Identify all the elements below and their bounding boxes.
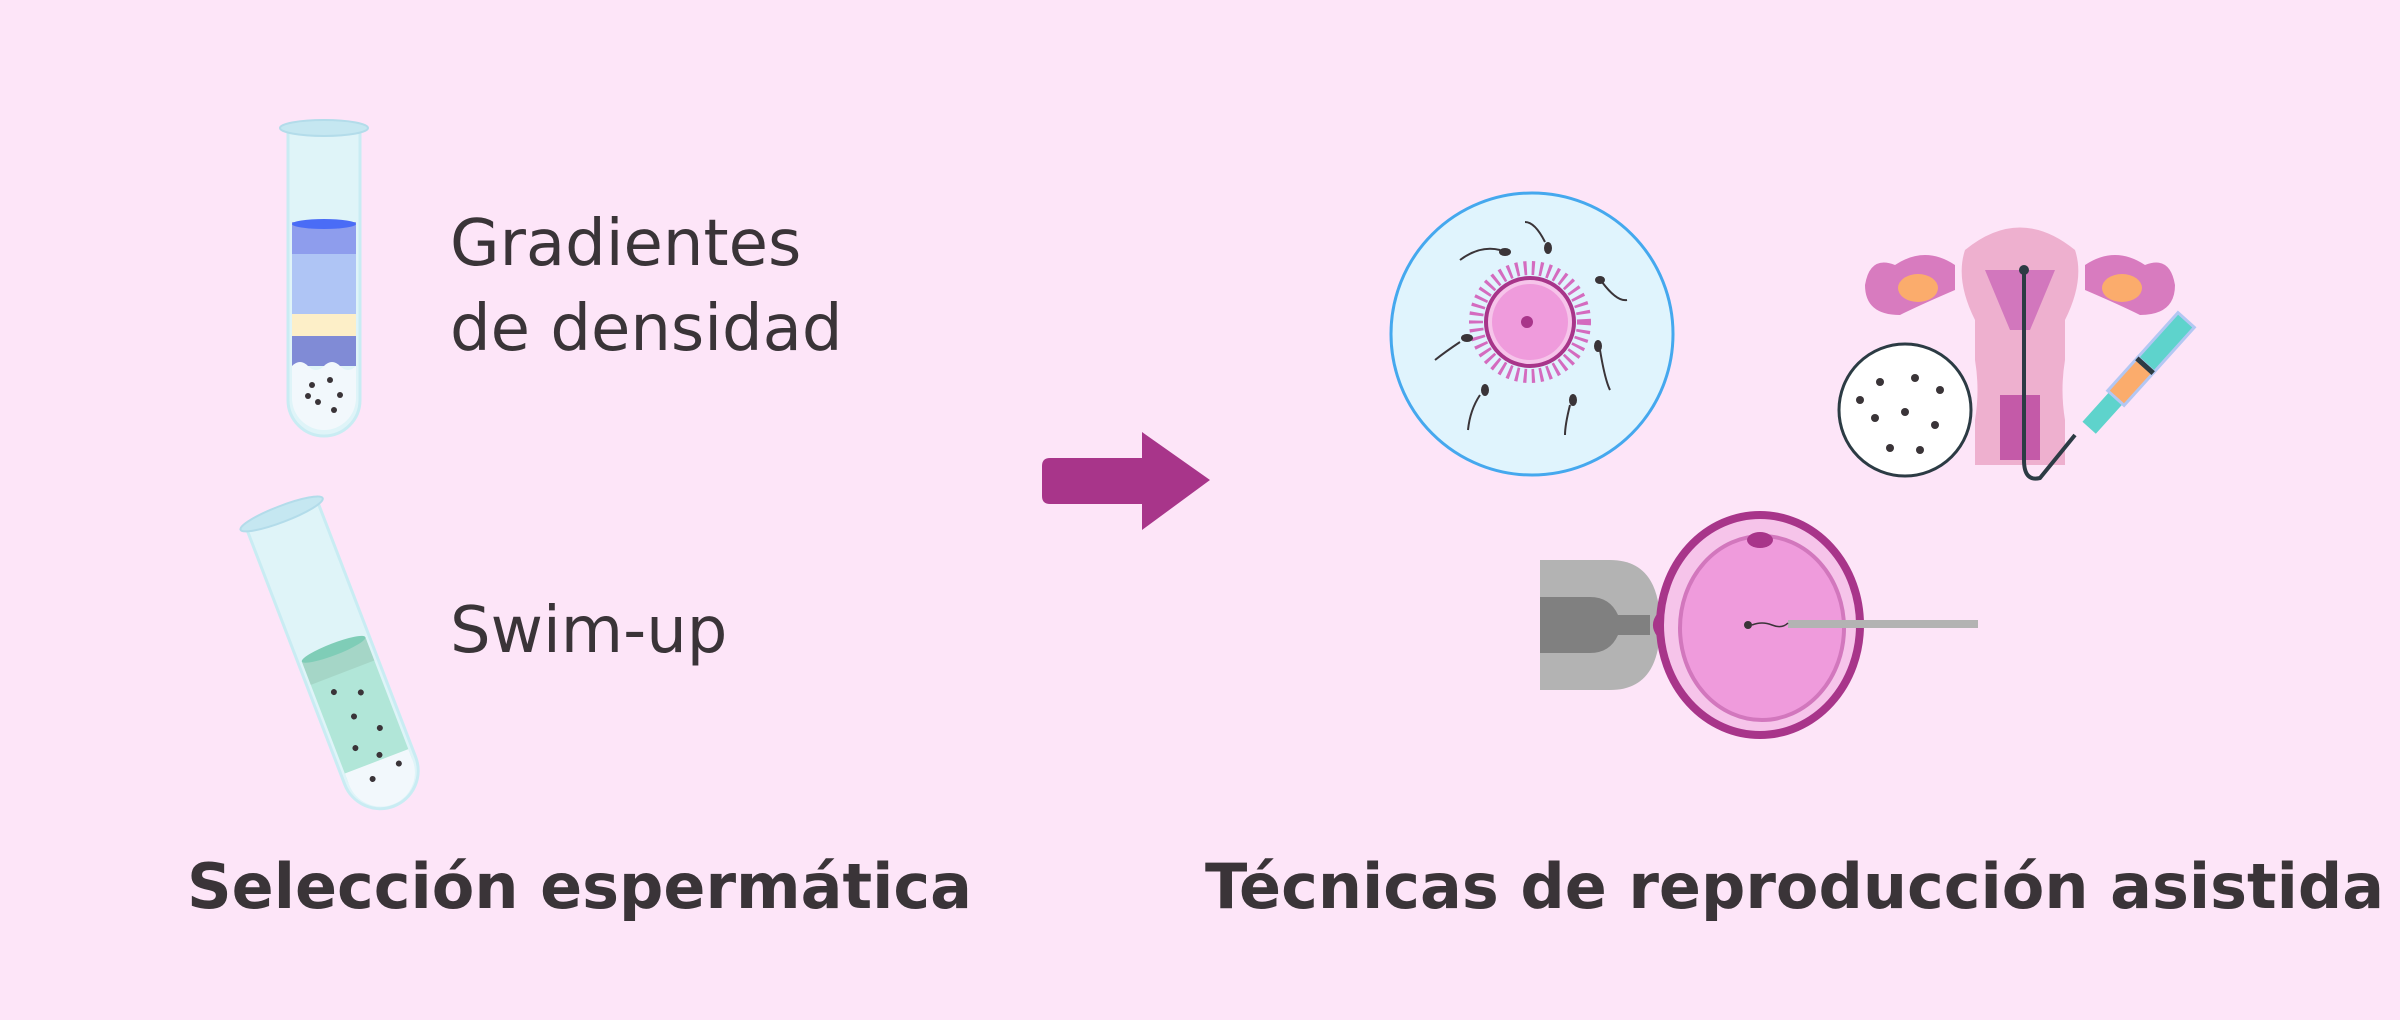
icsi-microinjection-icon <box>1540 511 1978 739</box>
method-label-gradients-line1: Gradientes <box>450 207 801 281</box>
section-title-assisted-reproduction: Técnicas de reproducción asistida <box>1205 850 2384 923</box>
method-label-swim-up: Swim-up <box>450 594 727 668</box>
iui-uterus-syringe-icon <box>1837 227 2197 481</box>
density-gradient-tube-icon <box>279 119 369 438</box>
method-label-gradients-line2: de densidad <box>450 292 843 366</box>
ivf-egg-with-sperm-icon <box>1389 191 1675 477</box>
swim-up-tube-icon <box>239 495 420 811</box>
right-arrow-icon <box>1042 432 1210 530</box>
section-title-sperm-selection: Selección espermática <box>187 850 972 923</box>
